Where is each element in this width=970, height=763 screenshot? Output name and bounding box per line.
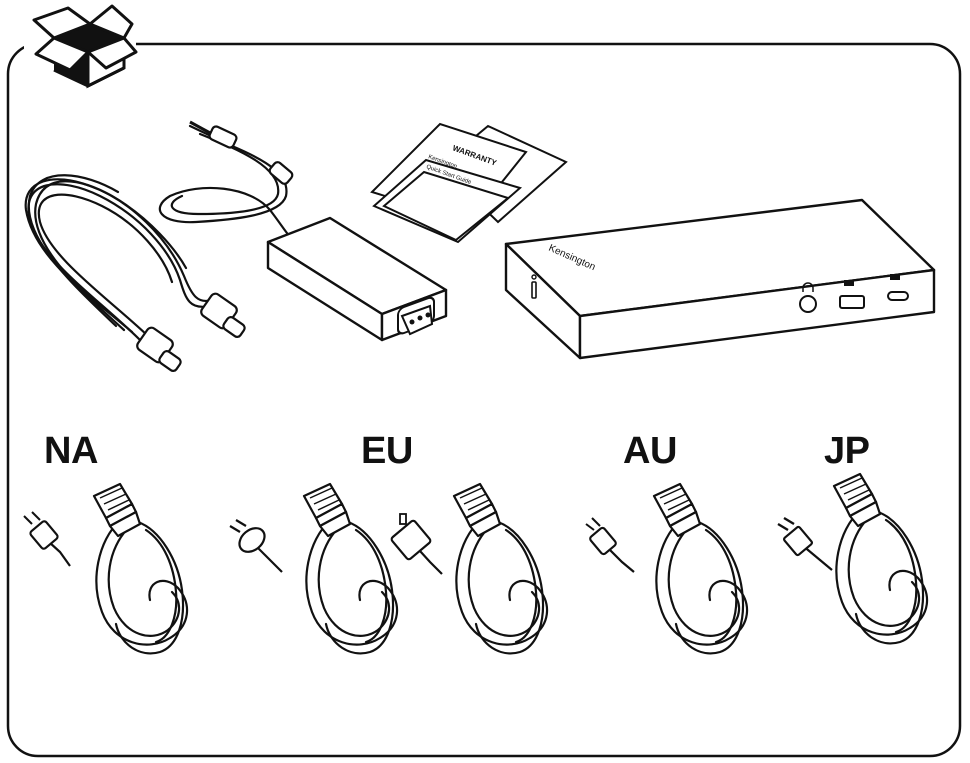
usb-c-port [887,291,909,301]
power-cord-eu-1 [229,482,399,655]
region-label-au: AU [623,430,677,472]
usb-c-cable-icon [24,174,246,372]
power-cord-au [585,482,749,655]
region-label-na: NA [44,430,98,472]
region-label-jp: JP [824,430,870,472]
power-cord-na [23,482,189,655]
power-cord-jp [777,472,929,645]
power-cord-eu-2 [390,482,549,655]
headphone-jack [799,295,817,313]
docking-station-icon: Kensington [504,198,936,360]
region-label-eu: EU [361,430,413,472]
open-box-icon [24,0,138,90]
power-adapter-icon [158,120,448,342]
documents-icon: WARRANTY Kensington Quick Start Guide [370,122,568,244]
usb-a-port [839,295,865,309]
